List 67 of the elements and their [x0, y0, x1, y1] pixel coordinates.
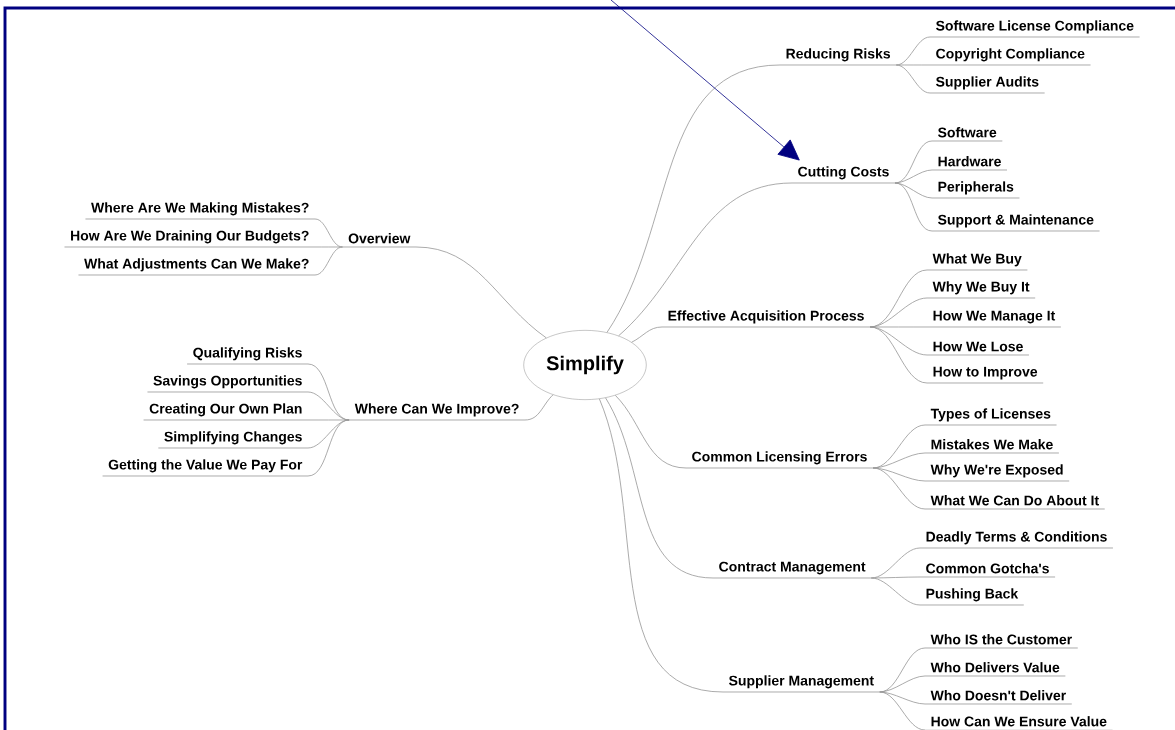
topic-label: Copyright Compliance: [929, 48, 1091, 66]
connector-line: [895, 64, 931, 94]
topic-label: Where Can We Improve?: [348, 403, 526, 421]
connector-line: [869, 326, 928, 328]
topic-label: Hardware: [931, 156, 1008, 171]
connector-line: [415, 246, 547, 339]
arrow: [610, 0, 800, 161]
topic-label: Cutting Costs: [791, 166, 896, 184]
topic-label: Software License Compliance: [929, 20, 1140, 38]
topic-label: Overview: [342, 233, 417, 248]
connector-line: [894, 169, 933, 184]
topic-label: What Adjustments Can We Make?: [78, 258, 316, 276]
topic-label: How Are We Draining Our Budgets?: [64, 230, 316, 248]
topic-label: What We Buy: [926, 253, 1028, 271]
topic-label: Savings Opportunities: [147, 375, 309, 393]
topic-label: Reducing Risks: [779, 48, 897, 66]
topic-label: Supplier Audits: [929, 76, 1046, 94]
topic-label: Contract Management: [712, 561, 872, 579]
connector-line: [314, 246, 343, 276]
topic-label: Mistakes We Make: [924, 439, 1060, 454]
topic-label: Common Licensing Errors: [685, 451, 874, 469]
connector-line: [307, 419, 350, 449]
connector-line: [879, 675, 926, 693]
connector-line: [631, 326, 663, 343]
connector-line: [870, 576, 921, 579]
connector-line: [307, 419, 350, 421]
connector-line: [615, 394, 687, 469]
topic-label: How to Improve: [926, 366, 1044, 384]
topic-label: Getting the Value We Pay For: [102, 459, 309, 477]
topic-label: Effective Acquisition Process: [661, 310, 871, 328]
topic-label: How We Lose: [926, 341, 1030, 356]
connector-line: [869, 326, 928, 384]
topic-label: Where Are We Making Mistakes?: [85, 202, 316, 220]
topic-label: Deadly Terms & Conditions: [919, 531, 1114, 549]
connector-line: [870, 577, 921, 606]
connector-line: [524, 394, 554, 421]
connector-line: [307, 419, 350, 477]
connector-line: [894, 182, 933, 232]
topic-label: Peripherals: [931, 181, 1020, 199]
connector-line: [606, 64, 781, 333]
connector-line: [314, 246, 343, 248]
connector-line: [869, 326, 928, 356]
topic-label: Qualifying Risks: [186, 347, 309, 365]
topic-label: Supplier Management: [722, 675, 881, 693]
topic-label: Why We Buy It: [926, 281, 1036, 299]
topic-label: Pushing Back: [919, 588, 1025, 606]
connector-line: [618, 182, 793, 337]
topic-label: Who Doesn't Deliver: [924, 690, 1073, 705]
topic-label: Types of Licenses: [924, 408, 1057, 426]
connector-line: [879, 691, 926, 730]
connector-line: [872, 452, 926, 469]
connector-line: [879, 691, 926, 705]
topic-label: Support & Maintenance: [931, 214, 1100, 232]
topic-label: Why We're Exposed: [924, 464, 1070, 482]
topic-label: Creating Our Own Plan: [143, 403, 309, 421]
topic-label: Simplifying Changes: [157, 431, 309, 449]
topic-label: How Can We Ensure Value: [924, 716, 1113, 730]
connector-line: [895, 64, 931, 66]
topic-label: Who IS the Customer: [924, 634, 1079, 649]
topic-label: What We Can Do About It: [924, 495, 1106, 510]
connector-line: [599, 398, 724, 693]
topic-label: Software: [931, 127, 1003, 142]
connector-line: [605, 397, 714, 579]
topic-label: How We Manage It: [926, 310, 1062, 328]
topic-label: Common Gotcha's: [919, 563, 1056, 578]
topic-label: Who Delivers Value: [924, 662, 1066, 677]
connector-line: [872, 467, 926, 510]
